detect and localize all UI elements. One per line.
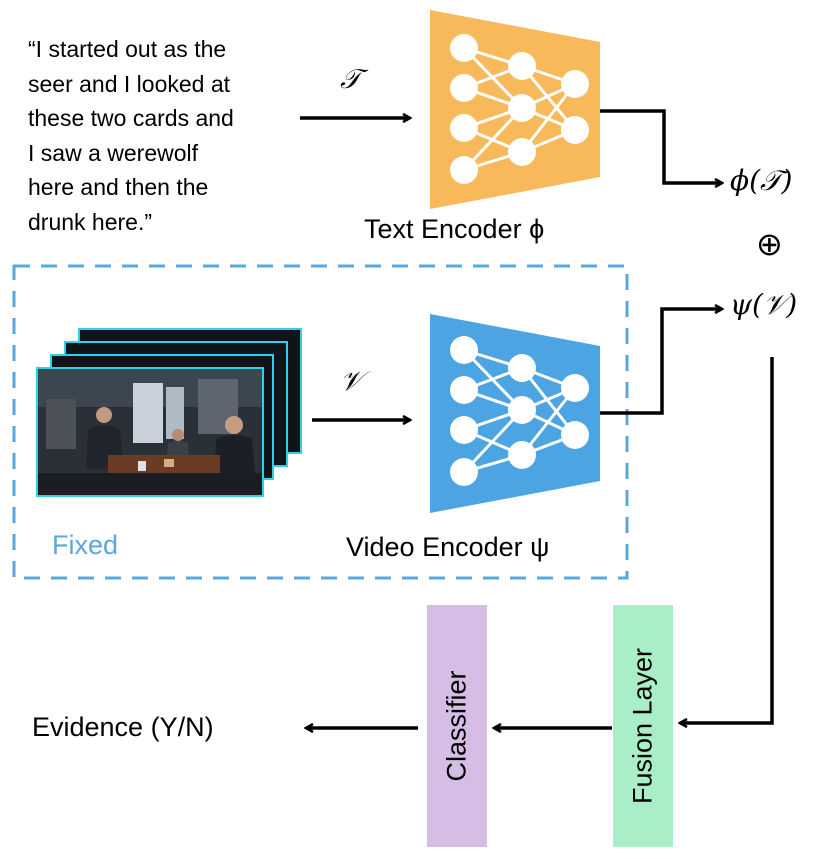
video-frame-image (36, 367, 264, 497)
concat-oplus: ⊕ (756, 226, 783, 262)
text-input-symbol: 𝒯 (340, 64, 361, 95)
fixed-dashed-box (12, 264, 629, 580)
video-encoder-block (430, 314, 600, 513)
video-encoder-label: Video Encoder ψ (346, 532, 550, 562)
transcript-quote: “I started out as the seer and I looked … (28, 36, 234, 235)
video-input-symbol: 𝒱 (340, 366, 363, 397)
video-output-symbol: ψ(𝒱) (730, 288, 798, 321)
fused-to-fusion-arrow (680, 357, 774, 723)
text-encoder-label: Text Encoder ϕ (364, 214, 545, 244)
video-output-arrow (600, 309, 722, 415)
fixed-label: Fixed (52, 530, 119, 560)
classifier-block: Classifier (427, 605, 487, 847)
text-output-arrow (600, 109, 722, 183)
fusion-layer-label: Fusion Layer (627, 647, 658, 805)
evidence-label: Evidence (Y/N) (32, 712, 214, 742)
fusion-layer-block: Fusion Layer (613, 605, 673, 847)
text-encoder-block (430, 10, 600, 209)
classifier-label: Classifier (441, 670, 472, 782)
text-output-symbol: ϕ(𝒯) (730, 164, 793, 197)
